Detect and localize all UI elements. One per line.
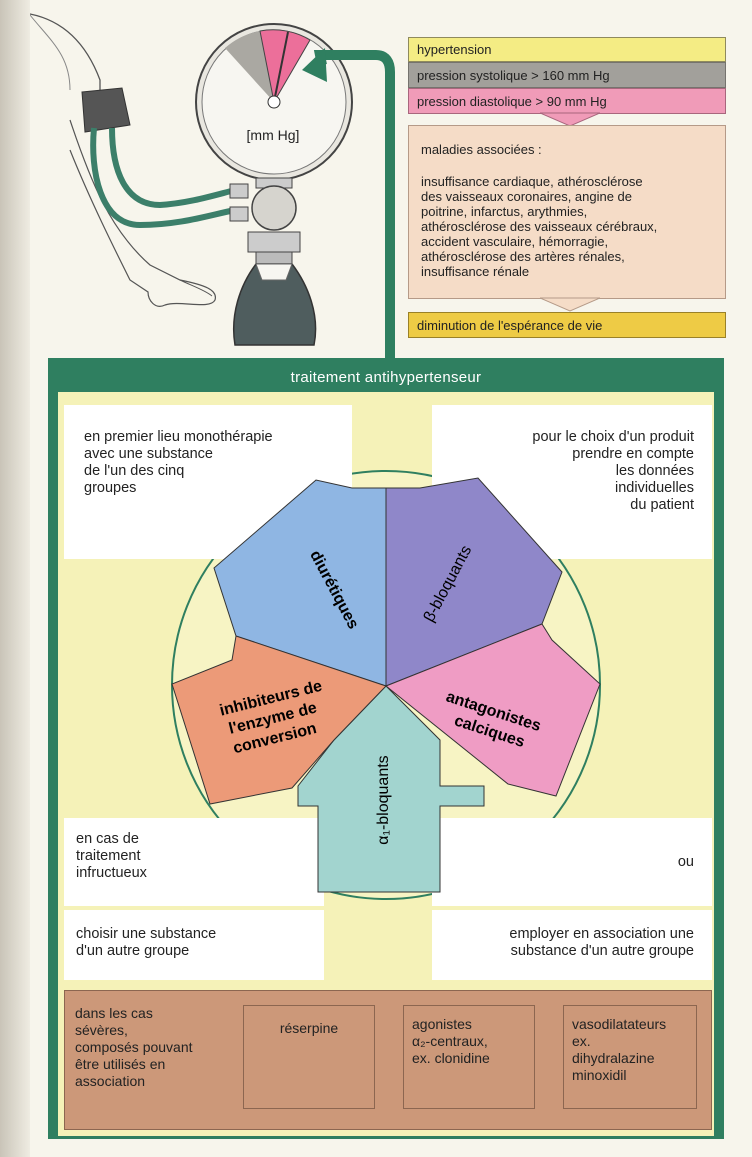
disease-line: accident vasculaire, hémorragie, bbox=[421, 234, 609, 249]
note-or: ou bbox=[432, 818, 712, 906]
disease-line: insuffisance rénale bbox=[421, 264, 530, 279]
hypertension-label: hypertension bbox=[408, 37, 726, 62]
note-line: choisir une substance bbox=[76, 926, 217, 942]
lead-line: dans les cas bbox=[75, 1005, 153, 1021]
vaso-line: ex. bbox=[572, 1033, 591, 1049]
note-line: infructueux bbox=[76, 865, 147, 881]
forearm-hand bbox=[69, 119, 216, 307]
note-line: employer en association une bbox=[509, 926, 694, 942]
lead-line: composés pouvant bbox=[75, 1039, 193, 1055]
severe-cases-lead: dans les cas sévères, composés pouvant ê… bbox=[75, 1005, 193, 1090]
vaso-line: dihydralazine bbox=[572, 1050, 655, 1066]
cuff-tube-1 bbox=[90, 127, 236, 229]
gauge-systolic-zone bbox=[225, 31, 274, 102]
note-line: substance d'un autre groupe bbox=[510, 943, 694, 959]
valve-body bbox=[251, 185, 297, 231]
systolic-criterion: pression systolique > 160 mm Hg bbox=[408, 62, 726, 88]
reserpine-box: réserpine bbox=[243, 1005, 375, 1109]
note-line: du patient bbox=[630, 497, 694, 513]
note-line: pour le choix d'un produit bbox=[532, 429, 694, 445]
vaso-line: minoxidil bbox=[572, 1067, 627, 1083]
book-spine-shadow bbox=[0, 0, 30, 1157]
vasodilators-box: vasodilatateurs ex. dihydralazine minoxi… bbox=[563, 1005, 697, 1109]
note-line: de l'un des cinq bbox=[84, 463, 185, 479]
lead-line: sévères, bbox=[75, 1022, 128, 1038]
arrow-ace-inhibitors bbox=[171, 635, 387, 805]
treatment-title: traitement antihypertenseur bbox=[290, 368, 482, 386]
note-line: prendre en compte bbox=[572, 446, 694, 462]
lead-line: être utilisés en bbox=[75, 1056, 166, 1072]
note-line: en premier lieu monothérapie bbox=[84, 429, 273, 445]
gauge-needle bbox=[273, 31, 289, 103]
note-line: les données bbox=[615, 463, 694, 479]
central-agonists-box: agonistes α₂-centraux, ex. clonidine bbox=[403, 1005, 535, 1109]
cuff-tube-2 bbox=[109, 127, 236, 209]
disease-line: poitrine, infarctus, arythmies, bbox=[421, 204, 588, 219]
arrow-down-1 bbox=[540, 112, 600, 127]
associated-diseases-title: maladies associées : bbox=[421, 142, 542, 157]
note-line: avec une substance bbox=[84, 446, 213, 462]
disease-line: insuffisance cardiaque, athérosclérose bbox=[421, 174, 643, 189]
severe-cases-box: dans les cas sévères, composés pouvant ê… bbox=[64, 990, 712, 1130]
arm-outline bbox=[30, 13, 101, 110]
pump-bulb bbox=[232, 263, 317, 346]
valve-left-top bbox=[229, 183, 249, 199]
note-line: en cas de bbox=[76, 831, 139, 847]
disease-line: athérosclérose des artères rénales, bbox=[421, 249, 625, 264]
arrow-alpha-blockers bbox=[297, 685, 485, 893]
note-line: d'un autre groupe bbox=[76, 943, 190, 959]
note-line: individuelles bbox=[615, 480, 694, 496]
agonist-line: ex. clonidine bbox=[412, 1050, 490, 1066]
arrow-calcium-antagonists bbox=[385, 623, 601, 797]
cuff bbox=[81, 87, 131, 133]
note-choose-other: choisir une substance d'un autre groupe bbox=[64, 910, 324, 980]
label-alpha-blockers: α₁-bloquants bbox=[375, 755, 392, 844]
note-line: groupes bbox=[84, 480, 137, 496]
agonist-line: agonistes bbox=[412, 1016, 472, 1032]
disease-line: athérosclérose des vaisseaux cérébraux, bbox=[421, 219, 658, 234]
arrow-down-2 bbox=[540, 297, 600, 312]
note-failure: en cas de traitement infructueux bbox=[64, 818, 324, 906]
vaso-line: vasodilatateurs bbox=[572, 1016, 667, 1032]
green-connector bbox=[313, 50, 395, 360]
life-expectancy-box: diminution de l'espérance de vie bbox=[408, 312, 726, 338]
associated-diseases-box: maladies associées : insuffisance cardia… bbox=[408, 125, 726, 299]
disease-line: des vaisseaux coronaires, angine de bbox=[421, 189, 633, 204]
gauge-diastolic-zone bbox=[259, 29, 311, 104]
blood-pressure-illustration bbox=[30, 13, 395, 360]
note-monotherapy: en premier lieu monothérapie avec une su… bbox=[64, 405, 352, 559]
valve-left-bottom bbox=[229, 206, 249, 222]
diastolic-criterion: pression diastolique > 90 mm Hg bbox=[408, 88, 726, 114]
lead-line: association bbox=[75, 1073, 146, 1089]
agonist-line: α₂-centraux, bbox=[412, 1033, 488, 1049]
note-line: traitement bbox=[76, 848, 141, 864]
note-combine: employer en association une substance d'… bbox=[432, 910, 712, 980]
gauge-unit-label: [mm Hg] bbox=[246, 127, 300, 143]
